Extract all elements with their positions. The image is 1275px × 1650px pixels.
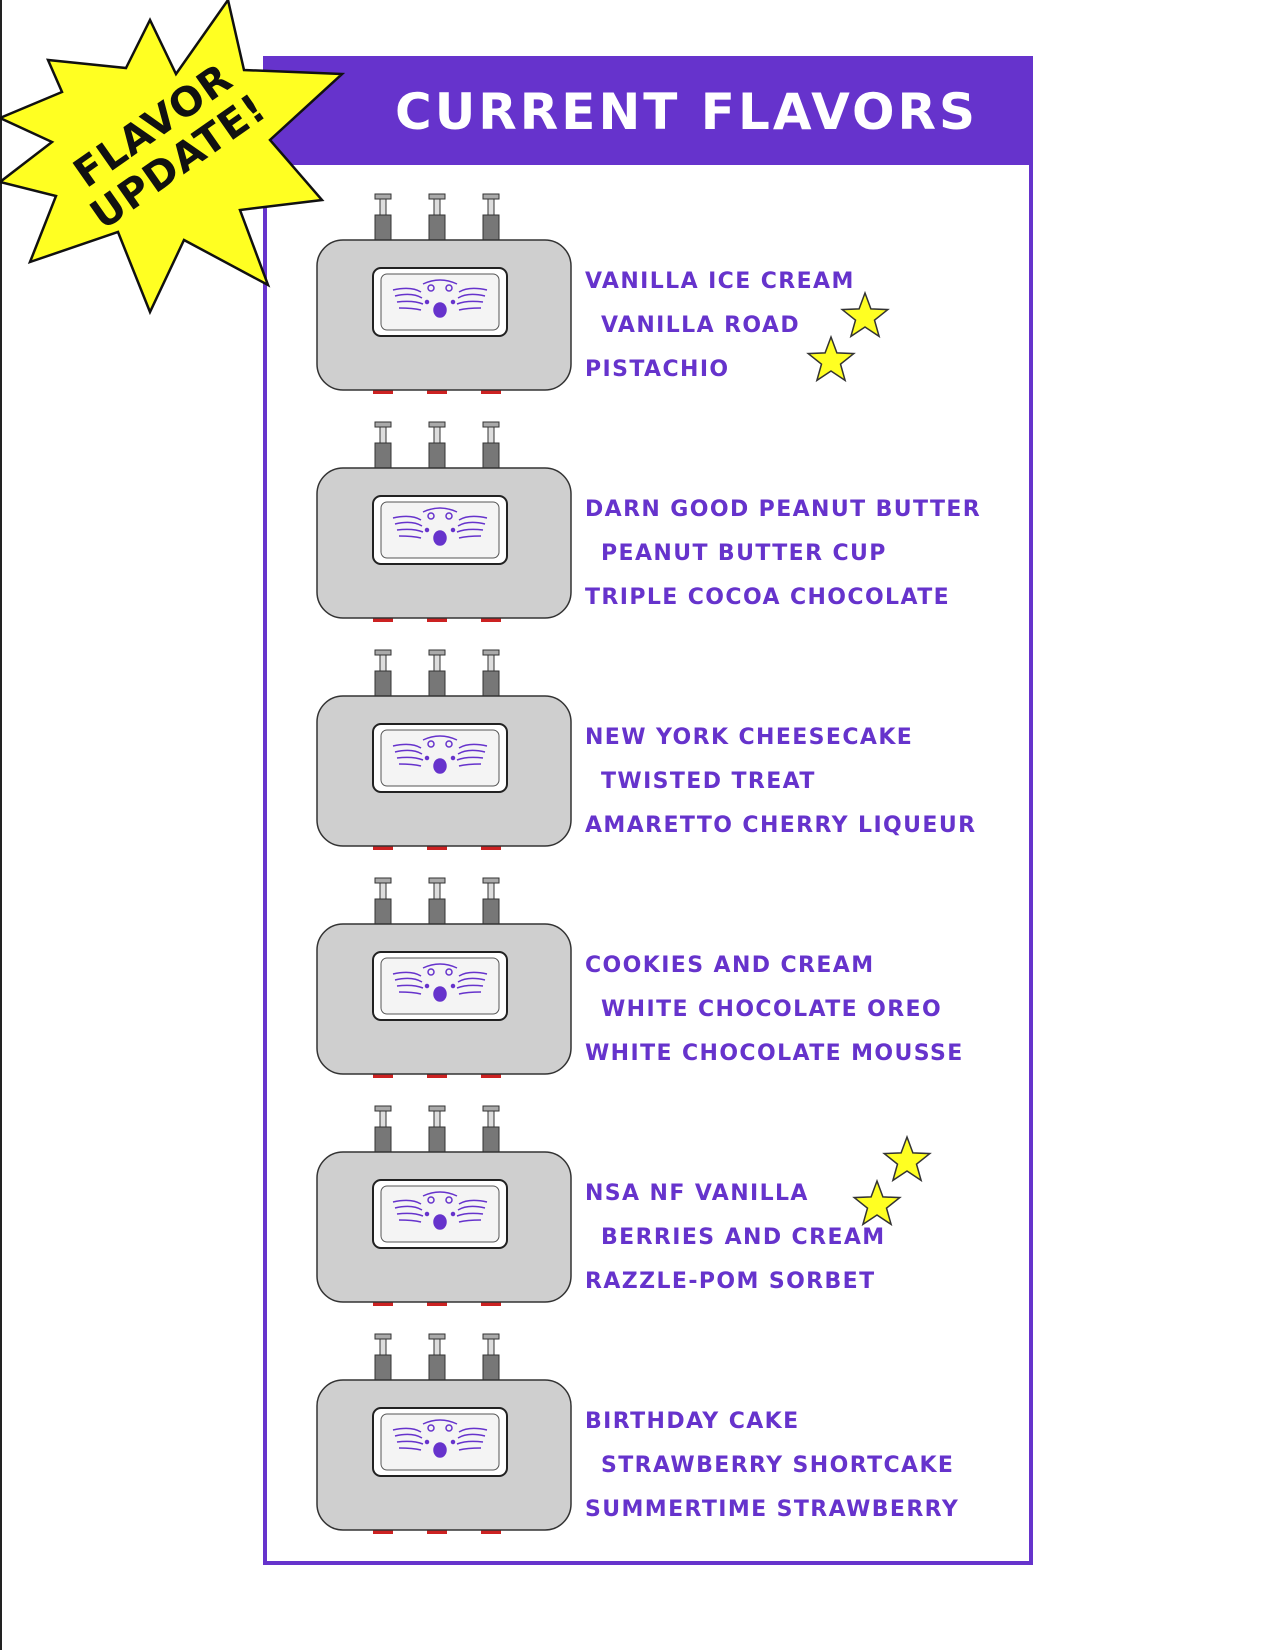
tap-handle-icon	[374, 1333, 392, 1386]
tap-handle-icon	[374, 649, 392, 702]
star-icon	[881, 1134, 933, 1186]
logo-icon	[392, 279, 488, 318]
flavor-list: NSA NF VanillaBerries and CreamRazzle-Po…	[585, 1104, 1005, 1294]
flavor-name: Berries and Cream	[601, 1225, 886, 1250]
flavor-name: Strawberry Shortcake	[601, 1453, 955, 1478]
flavor-name: Razzle-Pom Sorbet	[585, 1269, 876, 1294]
flavor-name: Peanut Butter Cup	[601, 541, 887, 566]
tap-handle-icon	[428, 877, 446, 930]
flavor-name: Vanilla Road	[601, 313, 801, 338]
tap-handle-icon	[374, 421, 392, 474]
flavor-name: White Chocolate Mousse	[585, 1041, 964, 1066]
ice-cream-machine	[315, 192, 575, 407]
starburst-icon	[0, 0, 346, 316]
drip-icon	[481, 1528, 501, 1534]
flavor-name: New York Cheesecake	[585, 725, 914, 750]
star-icon	[805, 334, 857, 386]
drip-icon	[373, 844, 393, 850]
flavor-list: Birthday CakeStrawberry ShortcakeSummert…	[585, 1332, 1005, 1522]
logo-icon	[392, 1419, 488, 1458]
tap-handle-icon	[482, 1333, 500, 1386]
flavor-name: Triple Cocoa Chocolate	[585, 585, 951, 610]
flavor-name: Cookies and Cream	[585, 953, 875, 978]
drip-icon	[427, 1300, 447, 1306]
tap-handle-icon	[428, 1333, 446, 1386]
drip-icon	[373, 388, 393, 394]
tap-handle-icon	[428, 1105, 446, 1158]
flavor-update-badge: FLAVOR UPDATE!	[0, 0, 346, 316]
drip-icon	[481, 1300, 501, 1306]
title-bar: Current Flavors	[267, 60, 1029, 165]
page-title: Current Flavors	[395, 83, 978, 141]
flavor-list: Cookies and CreamWhite Chocolate OreoWhi…	[585, 876, 1005, 1066]
flavor-list: Darn Good Peanut ButterPeanut Butter Cup…	[585, 420, 1005, 610]
drip-icon	[481, 844, 501, 850]
tap-handle-icon	[428, 193, 446, 246]
flavor-name: Amaretto Cherry Liqueur	[585, 813, 977, 838]
drip-icon	[481, 1072, 501, 1078]
ice-cream-machine	[315, 1332, 575, 1547]
tap-handle-icon	[374, 1105, 392, 1158]
logo-icon	[392, 963, 488, 1002]
drip-icon	[373, 1528, 393, 1534]
drip-icon	[427, 1072, 447, 1078]
drip-icon	[373, 1072, 393, 1078]
tap-handle-icon	[482, 877, 500, 930]
star-icon	[839, 290, 891, 342]
flavor-name: Pistachio	[585, 357, 730, 382]
drip-icon	[373, 1300, 393, 1306]
tap-handle-icon	[374, 877, 392, 930]
flavor-list: Vanilla Ice CreamVanilla RoadPistachio	[585, 192, 1005, 382]
flavor-name: White Chocolate Oreo	[601, 997, 943, 1022]
drip-icon	[373, 616, 393, 622]
flavor-list: New York CheesecakeTwisted TreatAmaretto…	[585, 648, 1005, 838]
ice-cream-machine	[315, 648, 575, 863]
tap-handle-icon	[374, 193, 392, 246]
tap-handle-icon	[428, 421, 446, 474]
flavor-name: Summertime Strawberry	[585, 1497, 960, 1522]
drip-icon	[481, 616, 501, 622]
page-edge-line	[0, 0, 2, 1650]
drip-icon	[427, 616, 447, 622]
flavor-name: Vanilla Ice Cream	[585, 269, 855, 294]
tap-handle-icon	[482, 193, 500, 246]
drip-icon	[481, 388, 501, 394]
drip-icon	[427, 1528, 447, 1534]
logo-icon	[392, 507, 488, 546]
logo-icon	[392, 735, 488, 774]
flavor-name: NSA NF Vanilla	[585, 1181, 809, 1206]
ice-cream-machine	[315, 420, 575, 635]
tap-handle-icon	[482, 1105, 500, 1158]
ice-cream-machine	[315, 1104, 575, 1319]
flavor-name: Darn Good Peanut Butter	[585, 497, 982, 522]
ice-cream-machine	[315, 876, 575, 1091]
tap-handle-icon	[428, 649, 446, 702]
flavor-name: Birthday Cake	[585, 1409, 800, 1434]
logo-icon	[392, 1191, 488, 1230]
flavor-board: Current Flavors Vanilla Ice CreamVanilla…	[263, 56, 1033, 1565]
tap-handle-icon	[482, 421, 500, 474]
drip-icon	[427, 388, 447, 394]
flavor-name: Twisted Treat	[601, 769, 816, 794]
star-icon	[851, 1178, 903, 1230]
drip-icon	[427, 844, 447, 850]
tap-handle-icon	[482, 649, 500, 702]
